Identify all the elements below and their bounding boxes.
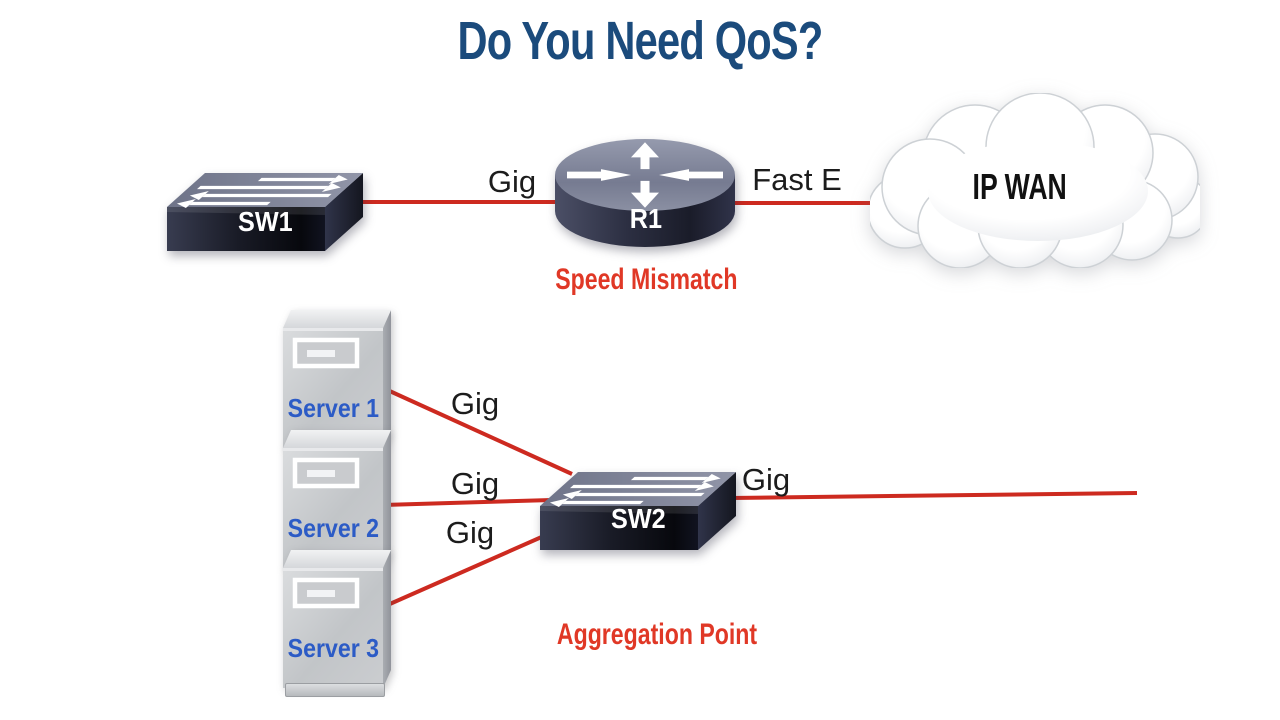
server-2-label: Server 2: [287, 512, 379, 543]
sw1-label: SW1: [237, 206, 293, 237]
link-label-sw2-uplink: Gig: [741, 462, 791, 497]
server-3-icon: [283, 540, 391, 688]
server-stack-base: [285, 683, 385, 697]
speed-mismatch-caption: Speed Mismatch: [554, 263, 738, 296]
link-label-server2-sw2: Gig: [450, 466, 500, 501]
server-1-label: Server 1: [287, 392, 379, 423]
link-label-server3-sw2: Gig: [445, 515, 495, 550]
link-label-sw1-r1: Gig: [487, 164, 537, 199]
link-label-r1-wan: Fast E: [752, 162, 842, 197]
sw2-label: SW2: [610, 503, 666, 534]
aggregation-point-caption: Aggregation Point: [556, 618, 758, 651]
link-label-server1-sw2: Gig: [450, 386, 500, 421]
r1-label: R1: [629, 203, 663, 234]
page-title: Do You Need QoS?: [457, 11, 823, 71]
page-title-row: Do You Need QoS?: [0, 10, 1280, 72]
ip-wan-label: IP WAN: [972, 166, 1068, 207]
server-3-label: Server 3: [287, 632, 379, 663]
